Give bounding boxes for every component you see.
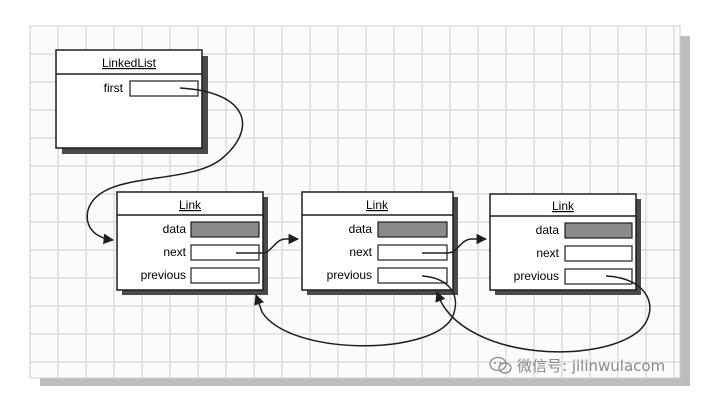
link-2-data-field — [377, 221, 448, 238]
pointer-arrows — [86, 87, 651, 353]
link-2-previous-field — [377, 267, 448, 284]
link-1-data-field — [190, 221, 260, 238]
watermark-text: 微信号: jilinwulacom — [517, 357, 665, 375]
link-1-title: Link — [179, 198, 202, 212]
link-1-next-arrow — [236, 233, 300, 254]
link-3-next-label: next — [536, 246, 559, 260]
link-3-title: Link — [552, 199, 575, 213]
link-2-data-label: data — [349, 222, 373, 236]
link-2-next-label: next — [349, 245, 372, 259]
link-2-previous-label: previous — [327, 268, 372, 282]
link-3-previous-arrow — [435, 275, 651, 353]
link-3-previous-label: previous — [514, 269, 559, 283]
link-3-data-label: data — [536, 223, 560, 237]
link-1-next-label: next — [163, 245, 186, 259]
link-3-data-field — [564, 222, 633, 239]
link-1-previous-field — [190, 267, 260, 284]
link-1-data-label: data — [163, 222, 187, 236]
link-node-2: Link data next previous — [301, 191, 458, 295]
link-1-previous-label: previous — [141, 268, 186, 282]
link-node-3: Link data next previous — [489, 193, 641, 295]
link-2-title: Link — [366, 198, 389, 212]
link-2-next-arrow — [422, 233, 488, 254]
first-label: first — [104, 81, 124, 95]
first-pointer-arrow — [86, 87, 244, 245]
linkedlist-box: LinkedList first — [55, 49, 208, 154]
first-field — [129, 80, 199, 97]
link-3-next-field — [564, 245, 633, 262]
linkedlist-title: LinkedList — [102, 56, 157, 70]
link-2-previous-arrow — [254, 275, 457, 347]
link-node-1: Link data next previous — [116, 191, 268, 295]
wechat-icon — [489, 356, 512, 374]
link-3-previous-field — [564, 268, 633, 285]
